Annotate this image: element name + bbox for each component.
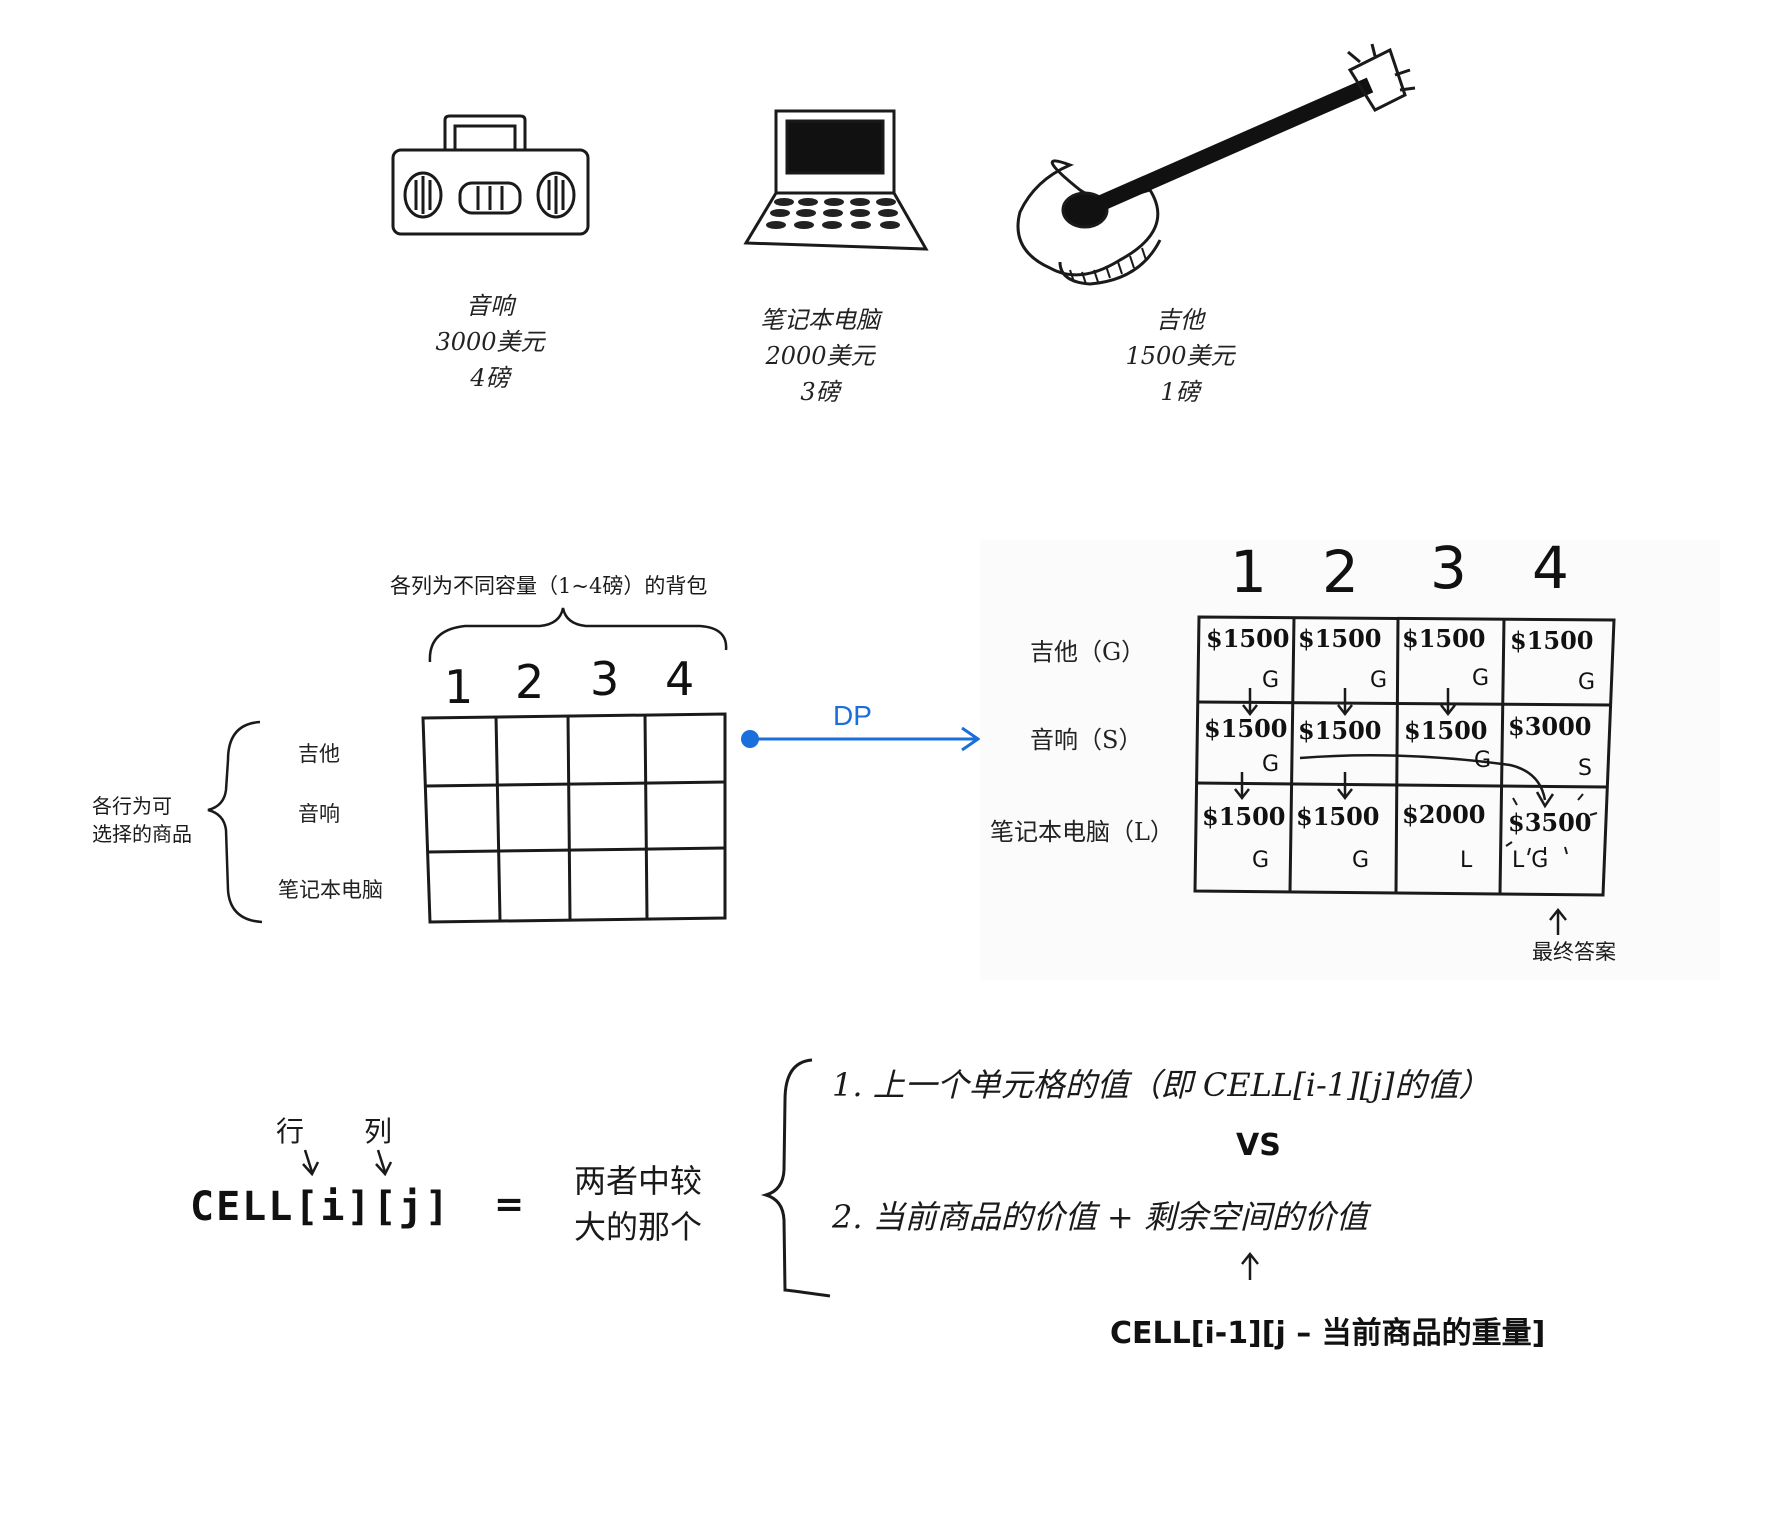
rows-caption: 各行为可 选择的商品: [92, 792, 192, 848]
equals-sign: =: [494, 1184, 525, 1225]
filled-row-label: 笔记本电脑（L）: [990, 818, 1174, 846]
item-price: 2000美元: [765, 342, 875, 370]
empty-col-header: 2: [515, 655, 545, 709]
sparkle-marks: [1505, 793, 1598, 856]
formula-arrows: [302, 1149, 1259, 1280]
rows-brace: [207, 720, 263, 924]
max-caption: 两者中较 大的那个: [574, 1158, 702, 1250]
filled-col-header: 1: [1230, 538, 1267, 606]
guitar-icon: [1016, 43, 1416, 286]
filled-row-label: 吉他（G）: [1030, 638, 1146, 666]
cell-value: $1500: [1202, 802, 1286, 831]
item-name: 笔记本电脑: [760, 306, 880, 334]
row-index-label: 行: [276, 1115, 305, 1148]
cell-tag: L G: [1512, 848, 1549, 873]
filled-grid: [1193, 615, 1616, 897]
cell-tag: G: [1352, 848, 1370, 873]
filled-col-header: 2: [1322, 538, 1359, 606]
final-answer-arrow: [1549, 907, 1567, 935]
formula-brace: [760, 1058, 831, 1298]
cell-value: $1500: [1296, 802, 1380, 831]
empty-row-label: 吉他: [298, 742, 340, 766]
cell-value: $2000: [1402, 800, 1486, 829]
item-name: 音响: [466, 292, 514, 320]
filled-row-label: 音响（S）: [1030, 726, 1143, 754]
empty-col-header: 4: [665, 652, 695, 706]
down-arrows: [1234, 688, 1456, 801]
filled-col-header: 3: [1430, 534, 1467, 602]
item-boombox-caption: 音响 3000美元 4磅: [410, 288, 570, 396]
cell-value: $1500: [1402, 624, 1486, 653]
option-current-item: 2. 当前商品的价值 + 剩余空间的价值: [832, 1198, 1368, 1236]
cell-tag: G: [1252, 848, 1270, 873]
empty-grid: [421, 712, 727, 924]
item-guitar-caption: 吉他 1500美元 1磅: [1095, 302, 1265, 410]
cell-value: $1500: [1298, 624, 1382, 653]
columns-brace: [428, 607, 728, 663]
laptop-icon: [743, 109, 929, 251]
cell-tag: L: [1460, 848, 1473, 873]
cell-tag: G: [1262, 752, 1280, 777]
cell-value: $1500: [1404, 716, 1488, 745]
cell-value: $3000: [1508, 712, 1592, 741]
empty-row-label: 音响: [298, 802, 340, 826]
cell-value: $3500: [1508, 808, 1592, 837]
empty-col-header: 1: [444, 660, 474, 714]
cell-formula: CELL[i][j]: [190, 1184, 451, 1230]
item-price: 3000美元: [435, 328, 545, 356]
item-weight: 4磅: [470, 364, 510, 392]
vs-label: VS: [1236, 1128, 1281, 1163]
cell-tag: G: [1578, 670, 1596, 695]
filled-col-header: 4: [1532, 534, 1569, 602]
curved-arrow-head: [1535, 791, 1555, 809]
item-laptop-caption: 笔记本电脑 2000美元 3磅: [730, 302, 910, 410]
item-weight: 3磅: [800, 378, 840, 406]
empty-row-label: 笔记本电脑: [278, 878, 383, 902]
cell-value: $1500: [1510, 626, 1594, 655]
dp-arrow: [741, 726, 981, 752]
cell-value: $1500: [1204, 714, 1288, 743]
dp-label: DP: [833, 700, 872, 731]
columns-caption: 各列为不同容量（1~4磅）的背包: [390, 574, 708, 598]
cell-tag: G: [1474, 748, 1492, 773]
item-price: 1500美元: [1125, 342, 1235, 370]
max-caption-line: 大的那个: [574, 1208, 703, 1246]
option-previous-cell: 1. 上一个单元格的值（即 CELL[i-1][j]的值）: [832, 1066, 1491, 1104]
final-answer-label: 最终答案: [1532, 940, 1616, 964]
empty-col-header: 3: [590, 652, 620, 706]
rows-caption-line: 选择的商品: [92, 822, 192, 846]
boombox-icon: [391, 114, 590, 236]
col-index-label: 列: [364, 1115, 393, 1148]
cell-value: $1500: [1206, 624, 1290, 653]
rows-caption-line: 各行为可: [92, 794, 172, 818]
max-caption-line: 两者中较: [574, 1162, 703, 1200]
item-weight: 1磅: [1160, 378, 1200, 406]
cell-tag: G: [1472, 666, 1490, 691]
cell-value: $1500: [1298, 716, 1382, 745]
item-name: 吉他: [1156, 306, 1204, 334]
cell-tag: G: [1262, 668, 1280, 693]
cell-tag: S: [1578, 756, 1592, 781]
curved-arrow: [1299, 753, 1547, 801]
cell-tag: G: [1370, 668, 1388, 693]
filled-grid-panel: [980, 540, 1720, 980]
remainder-formula: CELL[i-1][j – 当前商品的重量]: [1110, 1316, 1546, 1351]
